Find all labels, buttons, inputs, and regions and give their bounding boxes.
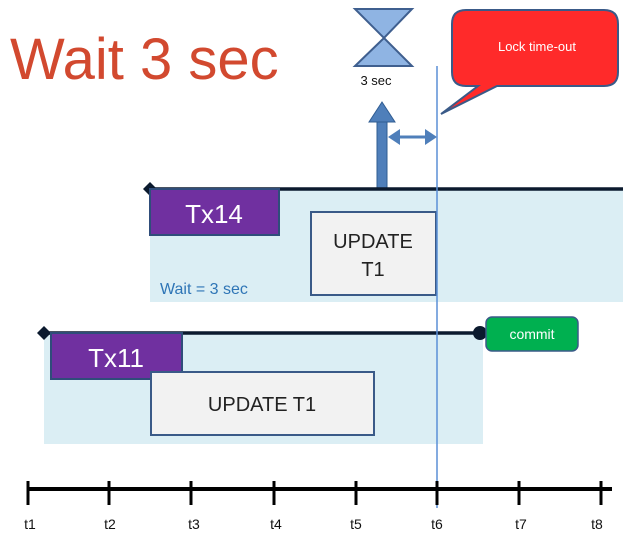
lock-timeout-callout (440, 9, 619, 115)
axis-label-t5: t5 (350, 516, 362, 532)
tx14-label-box (149, 188, 280, 236)
commit-label: commit (509, 326, 554, 342)
tx14-update-box (310, 211, 437, 296)
tx14-update-line2: T1 (361, 259, 384, 281)
tx11-end-marker (473, 326, 487, 340)
tx14-update-line1: UPDATE (333, 231, 413, 253)
up-arrow (368, 101, 396, 209)
page-title: Wait 3 sec (10, 27, 279, 92)
axis-label-t3: t3 (188, 516, 200, 532)
hourglass-icon (352, 8, 415, 67)
axis-label-t7: t7 (515, 516, 527, 532)
tx14-label: Tx14 (185, 199, 243, 229)
axis-label-t1: t1 (24, 516, 36, 532)
axis-label-t4: t4 (270, 516, 282, 532)
tx11-update-box (150, 371, 375, 436)
axis-label-t8: t8 (591, 516, 603, 532)
tx11-label: Tx11 (88, 343, 144, 373)
tx14-wait-label: Wait = 3 sec (160, 281, 248, 298)
tx11-start-marker (37, 326, 51, 340)
commit-badge (485, 316, 579, 352)
tx11-update-label: UPDATE T1 (208, 394, 316, 416)
double-arrow-icon (388, 129, 437, 145)
axis-label-t6: t6 (431, 516, 443, 532)
axis-label-t2: t2 (104, 516, 116, 532)
callout-label: Lock time-out (498, 39, 576, 54)
hourglass-label: 3 sec (360, 73, 392, 88)
axis-ticks: t1 t2 t3 t4 t5 t6 t7 t8 (24, 481, 603, 532)
